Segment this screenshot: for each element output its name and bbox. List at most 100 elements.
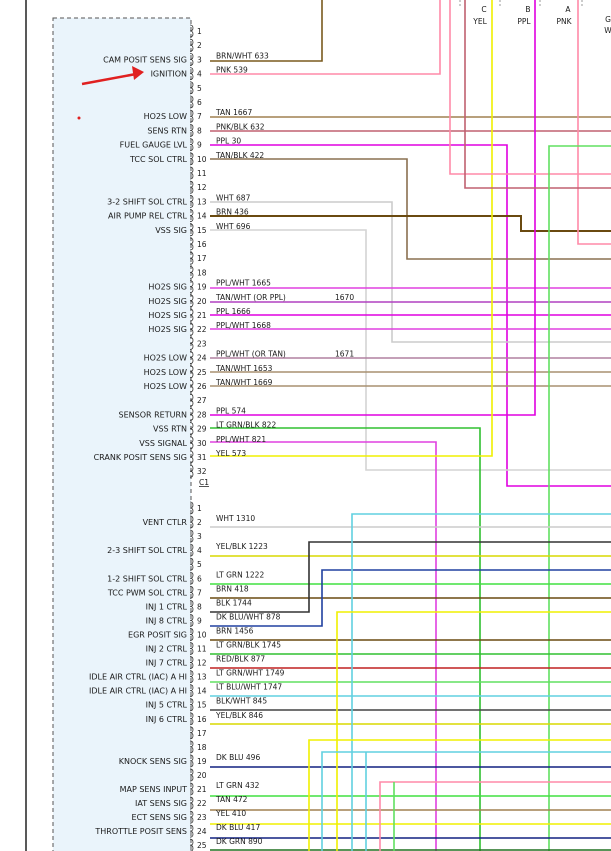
- signal-name: INJ 5 CTRL: [146, 701, 188, 710]
- pin-number: 20: [197, 297, 207, 306]
- pin-number: 3: [197, 532, 202, 541]
- pin-number: 26: [197, 382, 207, 391]
- wire-label: DK GRN 890: [216, 837, 263, 846]
- signal-name: THROTTLE POSIT SENS: [94, 827, 187, 836]
- pin-number: 7: [197, 588, 202, 597]
- pin-bracket: [189, 81, 194, 95]
- pin-bracket: [189, 365, 194, 379]
- signal-name: HO2S SIG: [148, 283, 187, 292]
- signal-name: VSS RTN: [153, 425, 187, 434]
- routing-wires: [210, 0, 611, 851]
- pin-bracket: [189, 95, 194, 109]
- pin-number: 11: [197, 169, 207, 178]
- signal-name: VSS SIG: [155, 226, 187, 235]
- wire-vertical-pnk: [379, 781, 611, 851]
- pin-number: 31: [197, 453, 207, 462]
- pin-number: 3: [197, 55, 202, 64]
- wire-label: PPL/WHT (OR TAN): [216, 350, 286, 359]
- pin-number: 17: [197, 729, 207, 738]
- wire-wht-687: [210, 201, 611, 343]
- wire-ppl-574: [210, 0, 536, 416]
- wire-circuit-number: 1671: [335, 350, 354, 359]
- pin-bracket: [189, 209, 194, 222]
- pin-bracket: [189, 796, 194, 810]
- pin-bracket: [189, 53, 194, 66]
- pin-bracket: [189, 180, 194, 194]
- pin-number: 2: [197, 41, 202, 50]
- signal-name: ECT SENS SIG: [132, 813, 187, 822]
- signal-name: EGR POSIT SIG: [128, 630, 187, 639]
- pin-number: 10: [197, 155, 207, 164]
- pin-number: 15: [197, 226, 207, 235]
- column-letter: G: [605, 15, 611, 24]
- column-letter: B: [525, 5, 530, 14]
- wire-label: BRN 418: [216, 584, 249, 593]
- pin-bracket: [189, 294, 194, 308]
- pin-bracket: [189, 740, 194, 754]
- pin-number: 22: [197, 799, 207, 808]
- pin-bracket: [189, 684, 194, 698]
- wire-label: YEL 410: [215, 809, 246, 818]
- wire-vertical-yel2: [308, 739, 611, 851]
- pin-bracket: [189, 726, 194, 740]
- wire-blk-1744: [210, 541, 611, 613]
- pin-bracket: [189, 351, 194, 364]
- wire-label: TAN/WHT 1669: [215, 378, 273, 387]
- pin-number: 5: [197, 84, 202, 93]
- signal-name: INJ 8 CTRL: [146, 616, 188, 625]
- wire-label: YEL/BLK 846: [215, 711, 263, 720]
- signal-name: SENSOR RETURN: [119, 410, 188, 419]
- wire-label: WHT 1310: [216, 514, 255, 523]
- pin-bracket: [189, 109, 194, 123]
- pin-number: 12: [197, 183, 207, 192]
- pin-bracket: [189, 337, 194, 350]
- ecm-module-box: [52, 17, 192, 851]
- signal-name: CAM POSIT SENS SIG: [103, 55, 187, 64]
- pin-number: 23: [197, 813, 207, 822]
- connector-label: C1: [199, 478, 209, 487]
- pin-bracket: [189, 251, 194, 265]
- signal-name: HO2S SIG: [148, 325, 187, 334]
- pin-bracket: [189, 408, 194, 421]
- pin-number: 6: [197, 98, 202, 107]
- pin-number: 24: [197, 827, 207, 836]
- wire-label: PPL 30: [216, 137, 241, 146]
- wire-label: BRN 1456: [216, 626, 254, 635]
- signal-name: 2-3 SHIFT SOL CTRL: [107, 546, 187, 555]
- pin-number: 27: [197, 396, 207, 405]
- wire-vertical-blu: [321, 751, 611, 851]
- wire-tan-blk-422: [210, 158, 611, 260]
- pin-bracket: [189, 599, 194, 613]
- signal-name: FUEL GAUGE LVL: [120, 141, 188, 150]
- pin-number: 4: [197, 546, 202, 555]
- pin-number: 9: [197, 141, 202, 150]
- wire-label: BRN 436: [216, 208, 249, 217]
- signal-name: INJ 2 CTRL: [146, 645, 188, 654]
- pin-bracket: [189, 543, 194, 557]
- pin-bracket: [189, 152, 194, 166]
- signal-name: IDLE AIR CTRL (IAC) A HI: [89, 673, 187, 682]
- pin-number: 5: [197, 560, 202, 569]
- signal-name: AIR PUMP REL CTRL: [108, 212, 188, 221]
- wire-label: LT GRN 1222: [216, 570, 264, 579]
- pin-bracket: [189, 529, 194, 543]
- wire-label: PPL/WHT 1668: [216, 321, 271, 330]
- wire-brn-wht-633: [210, 0, 323, 62]
- wire-vertical-yel: [336, 611, 611, 851]
- pin-number: 18: [197, 743, 207, 752]
- signal-name: VENT CTLR: [143, 518, 188, 527]
- pin-bracket: [189, 712, 194, 726]
- wire-vertical-lt-blu: [351, 513, 611, 851]
- pin-number: 19: [197, 757, 207, 766]
- signal-name: TCC PWM SOL CTRL: [107, 588, 188, 597]
- red-dot-marker: [77, 116, 81, 120]
- wire-pnk-column: [577, 0, 611, 245]
- wire-label: DK BLU 417: [216, 823, 260, 832]
- pin-bracket: [189, 557, 194, 571]
- signal-name: VSS SIGNAL: [139, 439, 187, 448]
- pin-bracket: [189, 266, 194, 279]
- signal-name: CRANK POSIT SENS SIG: [94, 453, 187, 462]
- pin-number: 32: [197, 467, 207, 476]
- column-letter: C: [481, 5, 486, 14]
